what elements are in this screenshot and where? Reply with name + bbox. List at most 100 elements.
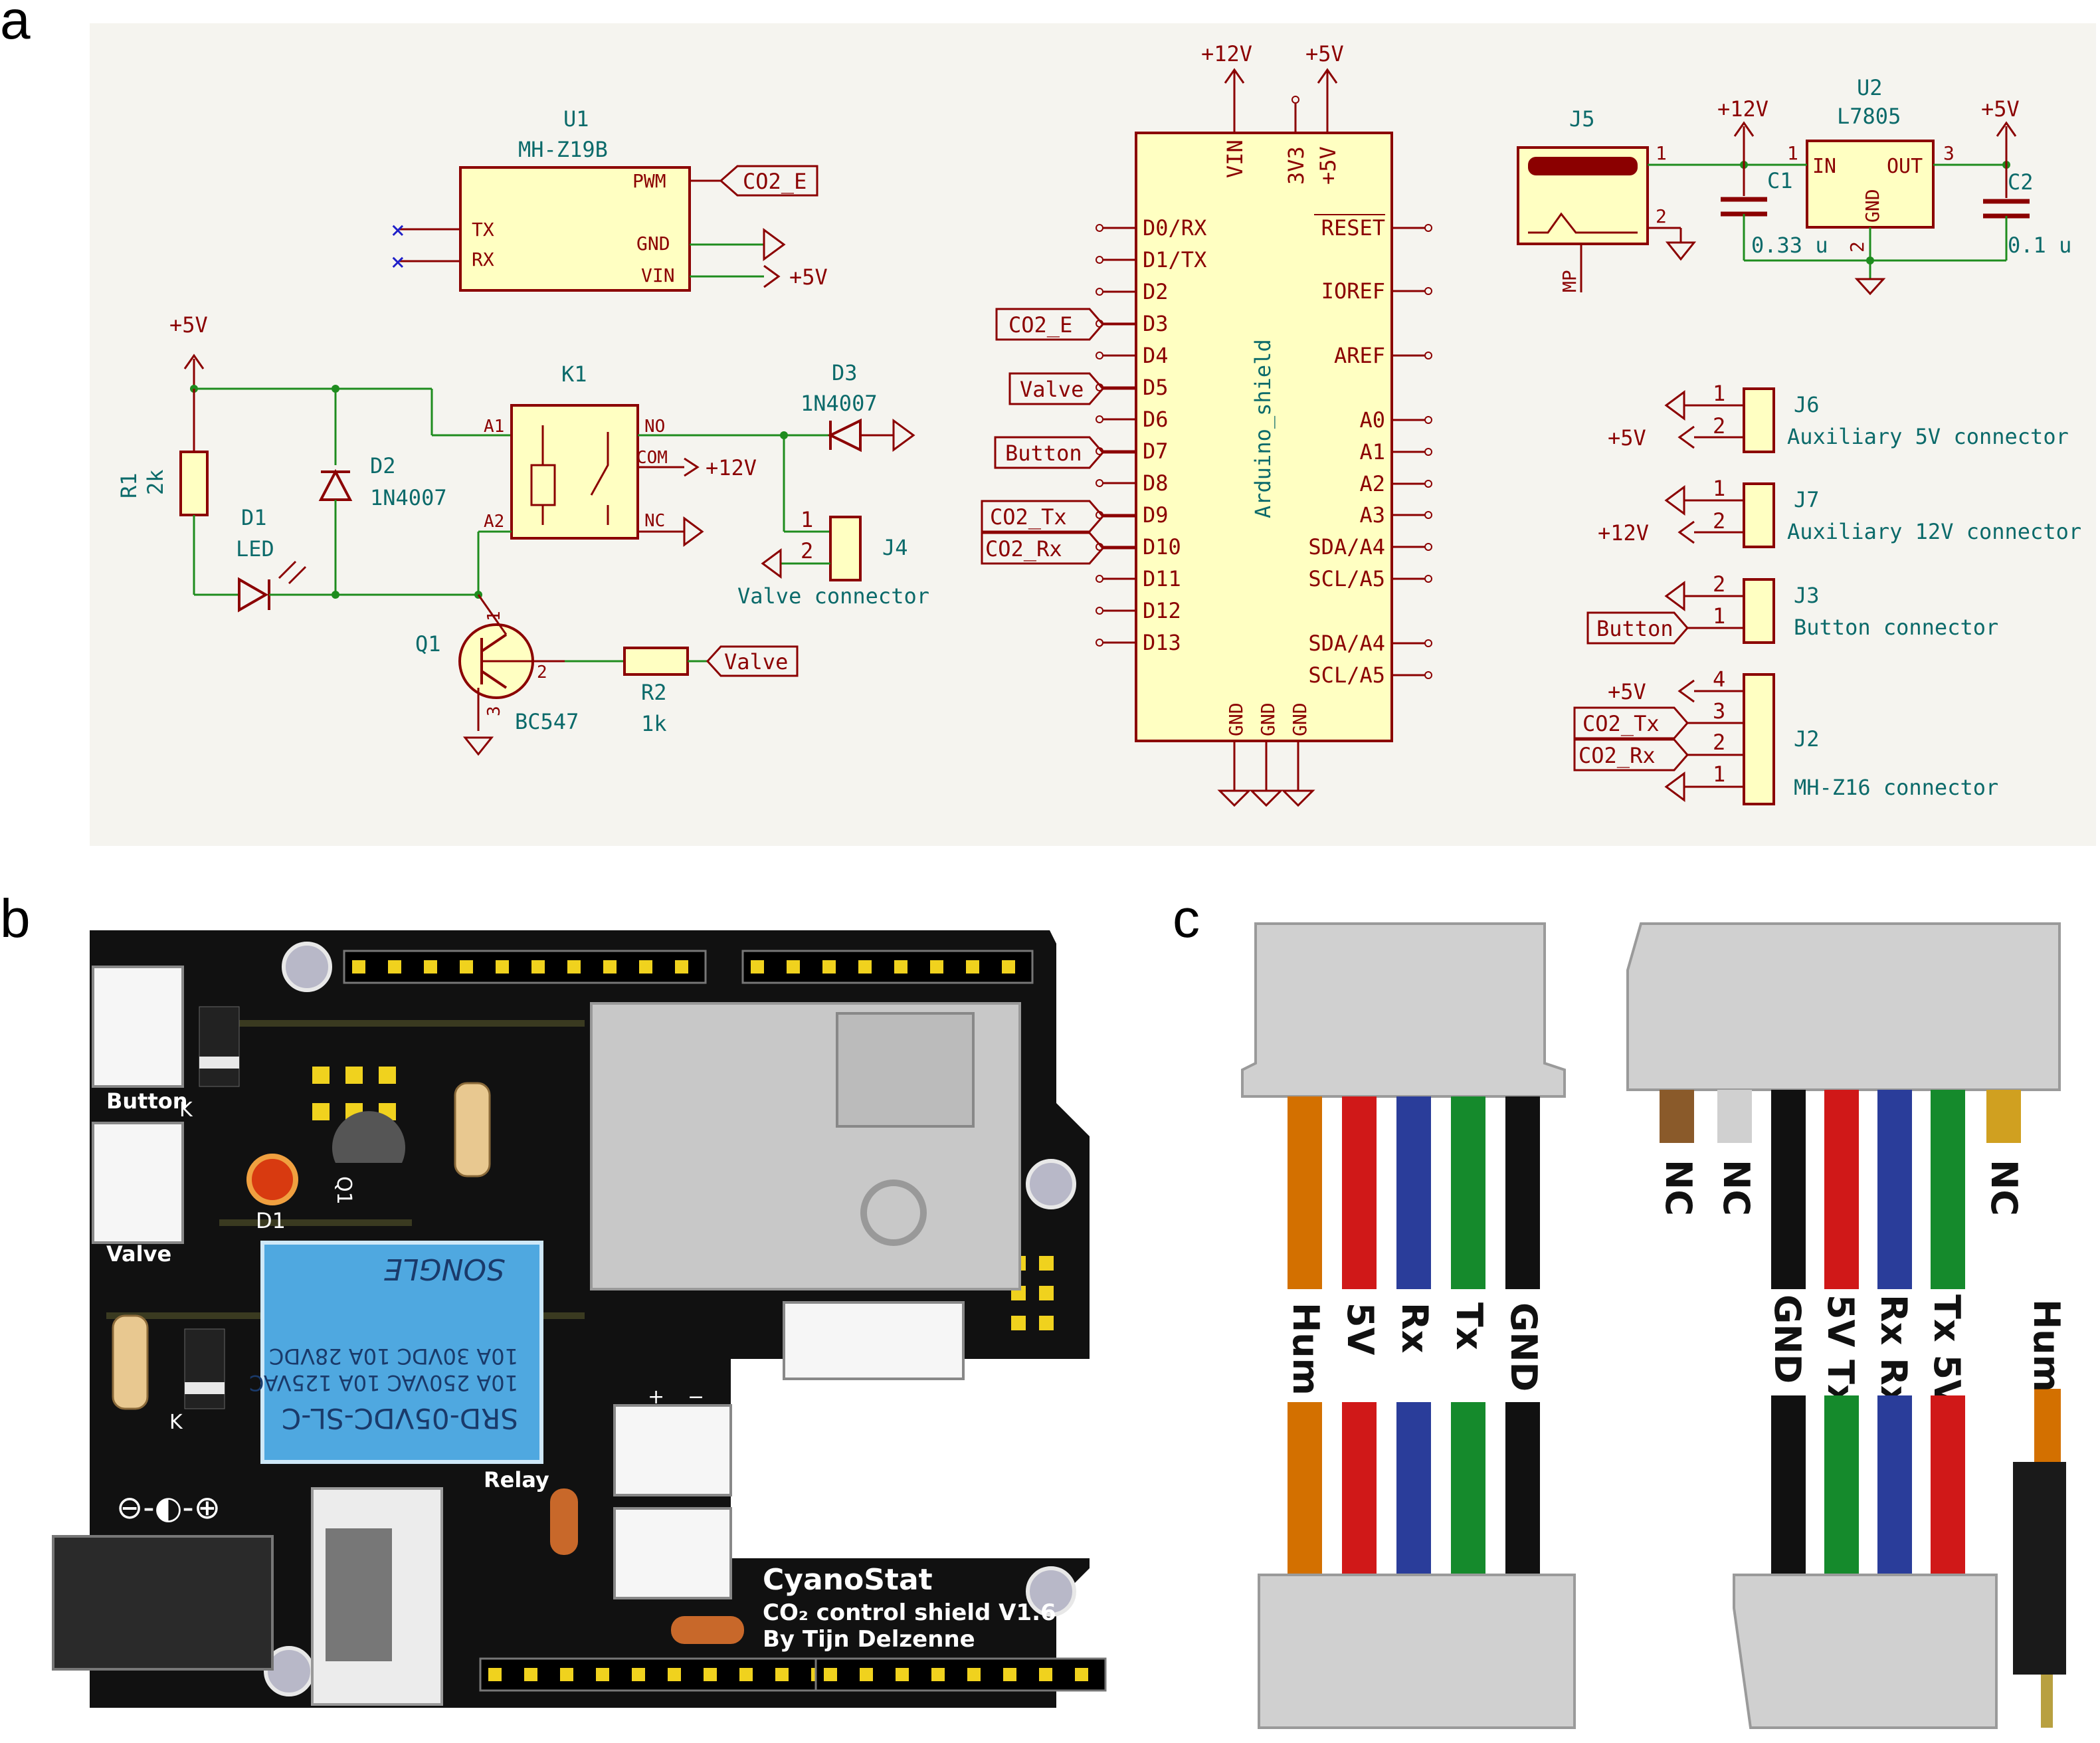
r2-value: 1k [641,711,667,736]
arduino-left-pin-13: D13 [1143,630,1181,655]
right-label-0: GND [1766,1294,1808,1384]
j3-pin-2: 2 [1713,571,1725,597]
power-supply: J5 1 2 MP +12V C1 0.33 u U2 L7805 IN OUT [1517,75,2071,296]
u1-ref: U1 [563,106,589,132]
r1-resistor [179,451,209,516]
pcb-relay-ratings-2: 10A 30VDC 10A 28VDC [269,1344,518,1369]
q1-transistor-stage: Q1 BC547 1 2 3 R2 1k Valve [415,594,799,756]
arduino-name: Arduino_shield [1250,339,1276,518]
arduino-right-pin-2: AREF [1334,343,1385,368]
j2-pin-4: 4 [1713,666,1725,692]
vin-12v-label: +12V [1201,41,1252,66]
pcb-relay-label: Relay [484,1467,549,1492]
k1-pin-a1: A1 [484,417,504,437]
pcb-barrel-jack [52,1535,274,1671]
arduino-pin-gnd-2: GND [1257,702,1279,736]
left-label-2: Rx [1394,1302,1436,1354]
arduino-right-pin-7: SDA/A4 [1308,534,1385,560]
k1-pin-a2: A2 [484,512,504,532]
hum-label-right: Hum [2026,1299,2067,1392]
right-nc-label-1: NC [1715,1160,1757,1216]
j6-5v-label: +5V [1608,425,1646,451]
arduino-valve-label: Valve [1020,377,1084,402]
j2-5v-label: +5V [1608,679,1646,704]
rail-5v-label: +5V [169,312,208,338]
pcb-relay [260,1241,543,1464]
u1-pin-tx: TX [472,219,494,241]
j6-connector [1743,387,1775,453]
svg-text:×: × [391,249,405,276]
j4-ref: J4 [882,535,908,560]
u2-pin-out: OUT [1887,155,1923,178]
u2-pin-in: IN [1812,155,1836,178]
k1-ref: K1 [561,361,587,387]
u1-sensor: U1 MH-Z19B PWM TX RX GND VIN × × CO2_E +… [391,106,828,292]
pcb-q1-label: Q1 [332,1176,355,1205]
j6-desc: Auxiliary 5V connector [1787,424,2069,449]
pcb-polarity: ⊖-◐-⊕ [116,1489,221,1526]
arduino-left-pin-3: D3 [1143,311,1169,336]
c2-ref: C2 [2008,169,2034,195]
j2-desc: MH-Z16 connector [1794,775,1998,800]
j6-pin-1: 1 [1713,381,1725,406]
arduino-right-pin-4: A1 [1359,439,1385,464]
arduino-right-pin-0: RESET [1321,215,1385,241]
pcb-panel: Button Valve K K D1 Q1 SRD-05VDC-SL-C 10… [52,930,1107,1708]
k1-relay: K1 A1 A2 NO COM NC +12V [477,361,830,595]
arduino-gnd-pins: GND GND GND [1217,702,1315,807]
panel-label-b: b [0,888,31,949]
q1-pin-2: 2 [537,663,547,682]
pcb-relay-brand: SONGLE [384,1252,505,1286]
q1-pin-3: 3 [484,706,504,716]
j6-ref: J6 [1794,392,1820,417]
left-wires-top [1288,1096,1540,1289]
arduino-pin-3v3: 3V3 [1284,146,1309,185]
pcb-relay-model: SRD-05VDC-SL-C [282,1402,518,1435]
j4-connector [829,516,862,581]
right-label-1: 5V Tx [1820,1294,1861,1407]
arduino-left-pin-4: D4 [1143,343,1169,368]
arduino-left-pin-1: D1/TX [1143,247,1206,272]
u1-pin-pwm: PWM [632,170,666,192]
arduino-right-pin-8: SCL/A5 [1308,566,1385,591]
j2-pin-3: 3 [1713,698,1725,724]
arduino-right-pin-1: IOREF [1321,278,1385,304]
right-bottom-connector [1733,1574,1998,1729]
j2-pin-2: 2 [1713,730,1725,755]
q1-valve-label: Valve [724,649,788,674]
left-label-1: 5V [1339,1302,1381,1356]
panel-label-c: c [1173,888,1200,949]
r2-resistor [623,647,689,676]
pcb-d1-label: D1 [256,1208,286,1233]
d2-value: 1N4007 [370,485,447,510]
left-label-0: Hum [1285,1302,1327,1395]
schematic-panel: U1 MH-Z19B PWM TX RX GND VIN × × CO2_E +… [90,23,2096,846]
u2-pin-1: 1 [1787,142,1798,164]
j5-ref: J5 [1569,106,1595,132]
valve-output: D3 1N4007 1 2 J4 Valve connector [737,360,929,609]
arduino-left-pin-9: D9 [1143,502,1169,528]
right-wires-top [1660,1090,2021,1289]
j7-pin-1: 1 [1713,476,1725,501]
left-bottom-connector [1258,1574,1576,1729]
j2-ref: J2 [1794,726,1820,752]
j4-pin-2: 2 [801,538,813,564]
j4-desc: Valve connector [737,583,929,609]
j6-pin-2: 2 [1713,413,1725,439]
arduino-pin-gnd-1: GND [1225,702,1247,736]
arduino-left-pin-0: D0/RX [1143,215,1206,241]
j2-co2rx-label: CO2_Rx [1578,743,1656,768]
j2-co2tx-label: CO2_Tx [1582,711,1660,736]
r2-ref: R2 [641,680,667,705]
left-label-4: GND [1503,1302,1545,1391]
u2-pin-gnd: GND [1861,189,1883,223]
pcb-minus-label: − [688,1385,704,1409]
left-label-3: Tx [1448,1302,1490,1350]
arduino-left-pin-6: D6 [1143,407,1169,432]
arduino-right-pin-3: A0 [1359,407,1385,433]
pcb-k-label-1: K [179,1098,193,1122]
pcb-relay-ratings-1: 10A 250VAC 10A 125VAC [249,1370,518,1395]
arduino-left-pin-12: D12 [1143,598,1181,623]
hum-wire-top [2034,1389,2061,1462]
j3-pin-1: 1 [1713,603,1725,629]
